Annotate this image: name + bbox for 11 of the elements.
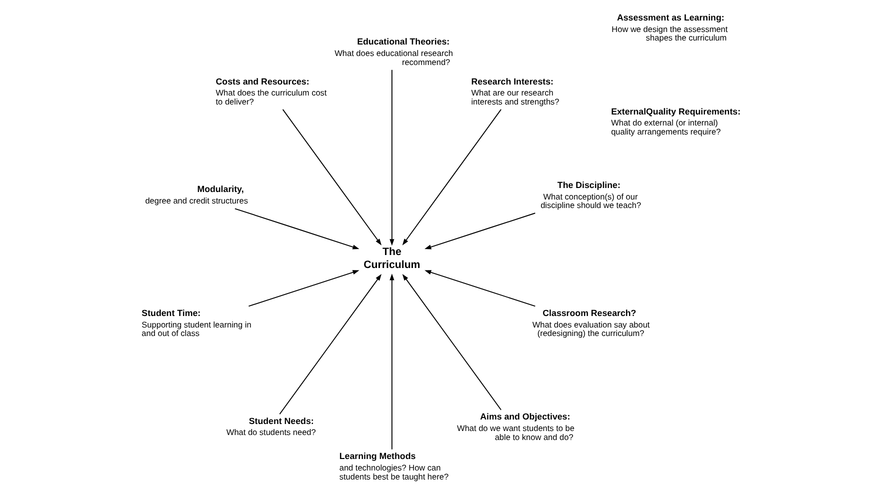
arrow [248, 270, 360, 307]
arrow [282, 108, 382, 246]
arrow [402, 274, 502, 410]
arrow [234, 208, 360, 250]
node-text: The Curriculum [364, 246, 420, 272]
arrow [279, 274, 382, 415]
arrow [390, 69, 394, 246]
arrow [402, 108, 502, 246]
arrow [424, 212, 536, 250]
arrow [424, 270, 536, 307]
arrow [390, 274, 394, 450]
